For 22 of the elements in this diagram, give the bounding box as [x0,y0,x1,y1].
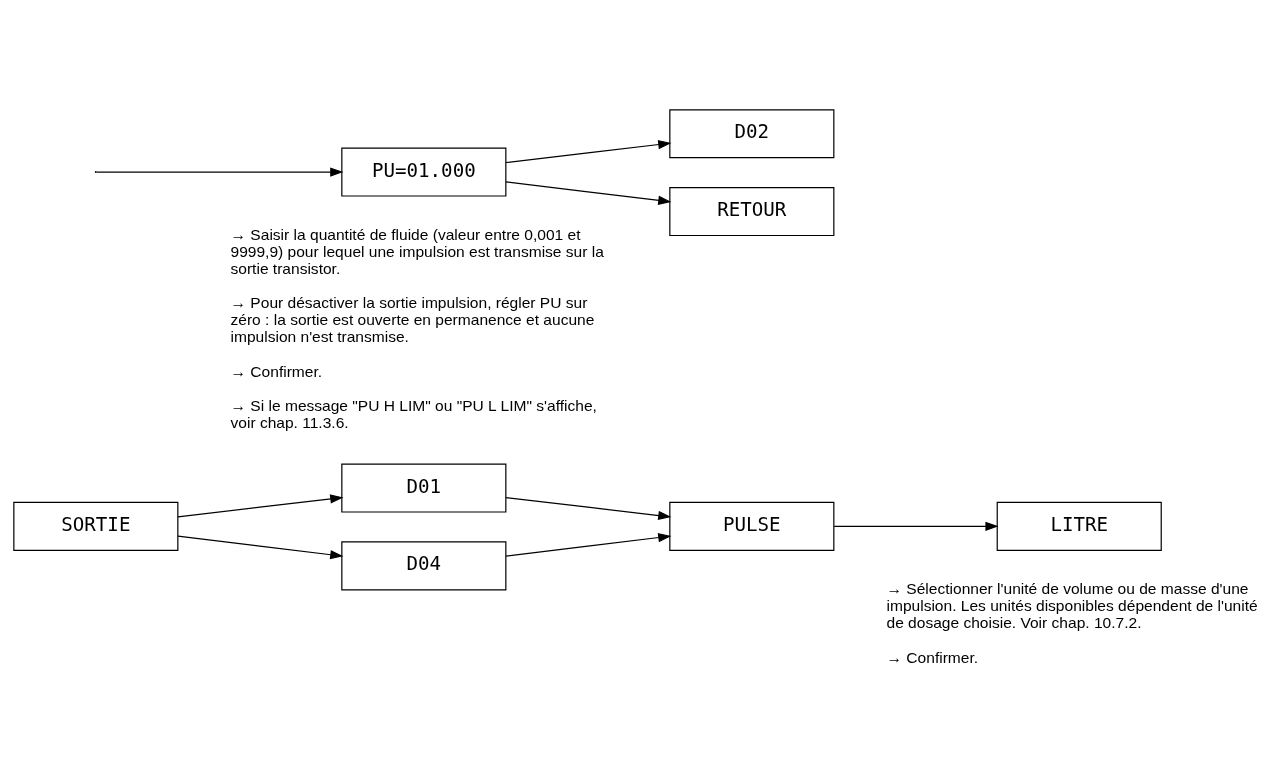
node-box: D02 [669,109,835,159]
node-label: → Confirmer. [230,362,323,380]
arrow [505,181,672,205]
node-box: PULSE [669,501,835,551]
node-box: D04 [341,541,507,591]
arrow [96,167,344,177]
arrow [833,521,999,531]
node-label: → Si le message "PU H LIM" ou "PU L LIM" s'affiche, voir chap. 11.3.6. [230,397,597,432]
node-label: → Pour désactiver la sortie impulsion, régler PU sur zéro : la sortie est ouverte en permanence et aucune impulsion n'est transmise. [230,294,595,345]
node-label: → Confirmer. [886,648,979,666]
arrow [177,535,344,560]
arrow [505,533,672,557]
node-box: PU=01.000 [341,147,507,197]
node-box: SORTIE [13,501,179,551]
node-box: RETOUR [669,187,835,237]
arrow [505,140,672,164]
node-label: → Sélectionner l'unité de volume ou de masse d'une impulsion. Les unités disponibles dépendent de l'unité de dosage choisie. Voir chap. 10.7.2. [886,580,1258,631]
arrow [505,496,672,521]
node-box: D01 [341,463,507,513]
node-label: → Saisir la quantité de fluide (valeur entre 0,001 et 9999,9) pour lequel une impulsion est transmise sur la sortie transistor. [230,226,604,277]
node-box: LITRE [996,501,1162,551]
arrow [177,494,344,518]
